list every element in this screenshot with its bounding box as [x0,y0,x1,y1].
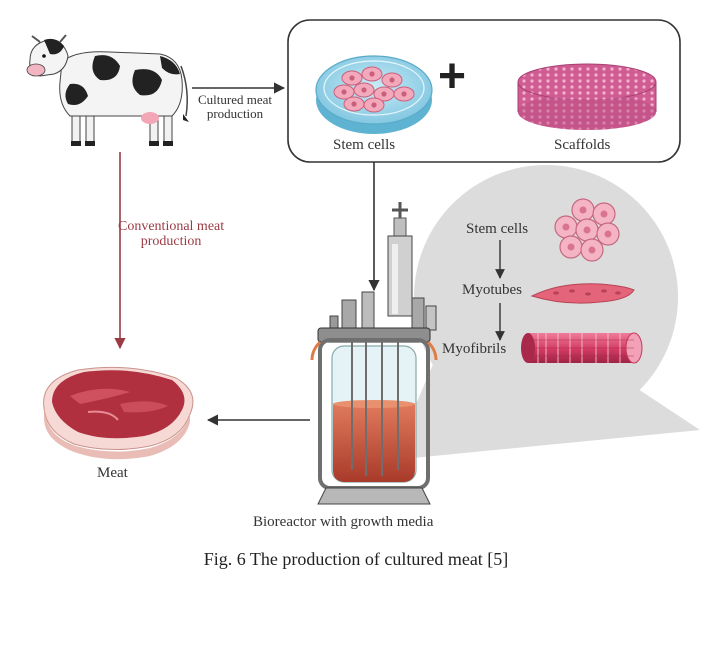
detail-stem-cells-label: Stem cells [466,221,529,237]
petri-dish-icon [315,55,433,134]
conventional-meat-production-label: Conventional meat production [118,219,225,249]
meat-label: Meat [97,465,128,481]
zoom-detail [392,165,700,460]
myotube-icon [530,283,635,304]
cultured-meat-production-line2: production [206,105,264,121]
detail-stem-cells-icon [554,198,620,262]
plus-sign: + [438,50,467,103]
bioreactor-icon [310,202,438,505]
cow-icon [26,34,189,146]
scaffold-icon [517,63,657,130]
cultured-meat-production-line1: Cultured meat [198,92,273,107]
figure-caption: Fig. 6 The production of cultured meat [… [203,549,509,569]
cultured-inputs-box [287,19,681,163]
myofibril-icon [521,332,643,364]
myotubes-label: Myotubes [462,282,522,298]
myofibrils-label: Myofibrils [442,341,507,357]
conventional-meat-production-line2: production [140,233,202,249]
bioreactor-label: Bioreactor with growth media [253,514,434,530]
cultured-meat-production-label: Cultured meat production [198,93,272,120]
meat-icon [43,366,194,460]
stem-cells-label: Stem cells [333,137,396,153]
scaffolds-label: Scaffolds [554,137,611,153]
conventional-meat-production-line1: Conventional meat [118,219,225,234]
